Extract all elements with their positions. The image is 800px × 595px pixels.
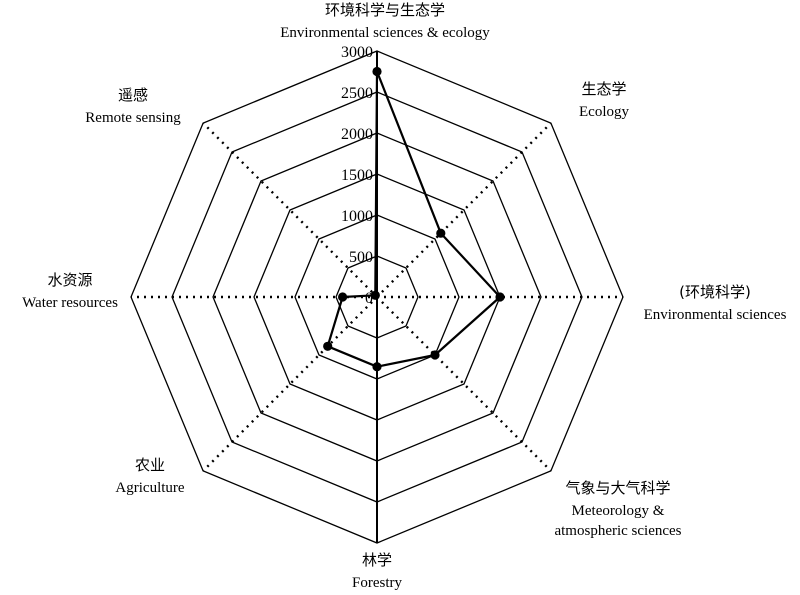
data-point bbox=[372, 66, 382, 77]
r-tick-label: 2500 bbox=[341, 85, 373, 102]
category-label-zh: 农业 bbox=[135, 456, 165, 474]
category-label-zh: 环境科学与生态学 bbox=[325, 1, 445, 19]
category-label-zh: 气象与大气科学 bbox=[565, 479, 670, 497]
r-tick-label: 0 bbox=[365, 290, 373, 307]
data-point bbox=[323, 341, 333, 351]
spoke-3 bbox=[376, 296, 552, 472]
category-label-en: Environmental sciences bbox=[644, 307, 787, 323]
data-point bbox=[495, 292, 505, 302]
category-label-zh: 生态学 bbox=[581, 80, 626, 98]
radar-grid bbox=[130, 50, 624, 544]
radar-tick-labels: 0 500 1000 1500 2000 2500 3000 bbox=[341, 44, 373, 307]
category-label-zh: 水资源 bbox=[47, 271, 92, 289]
r-tick-label: 500 bbox=[349, 249, 373, 266]
data-point bbox=[372, 362, 382, 372]
category-label-en: Ecology bbox=[579, 104, 629, 120]
category-label-zh: 遥感 bbox=[118, 86, 148, 104]
category-label-en: Agriculture bbox=[115, 480, 184, 496]
category-label-en: Meteorology & bbox=[572, 503, 665, 519]
data-point bbox=[436, 228, 446, 238]
data-point bbox=[338, 292, 348, 302]
radar-category-labels: 环境科学与生态学 Environmental sciences & ecology… bbox=[22, 1, 787, 591]
spoke-5 bbox=[202, 296, 378, 472]
category-label-en: atmospheric sciences bbox=[554, 523, 681, 539]
category-label-zh: (环境科学) bbox=[679, 283, 751, 301]
radar-series bbox=[323, 66, 505, 372]
data-point bbox=[370, 290, 380, 300]
r-tick-label: 3000 bbox=[341, 44, 373, 61]
r-tick-label: 1000 bbox=[341, 208, 373, 225]
data-point bbox=[430, 350, 440, 360]
category-label-en: Water resources bbox=[22, 295, 118, 311]
category-label-en: Environmental sciences & ecology bbox=[280, 25, 490, 41]
category-label-en: Remote sensing bbox=[85, 110, 181, 126]
spoke-1 bbox=[376, 122, 552, 298]
spoke-7 bbox=[202, 122, 378, 298]
category-label-en: Forestry bbox=[352, 575, 402, 591]
r-tick-label: 1500 bbox=[341, 167, 373, 184]
category-label-zh: 林学 bbox=[362, 551, 392, 569]
r-tick-label: 2000 bbox=[341, 126, 373, 143]
